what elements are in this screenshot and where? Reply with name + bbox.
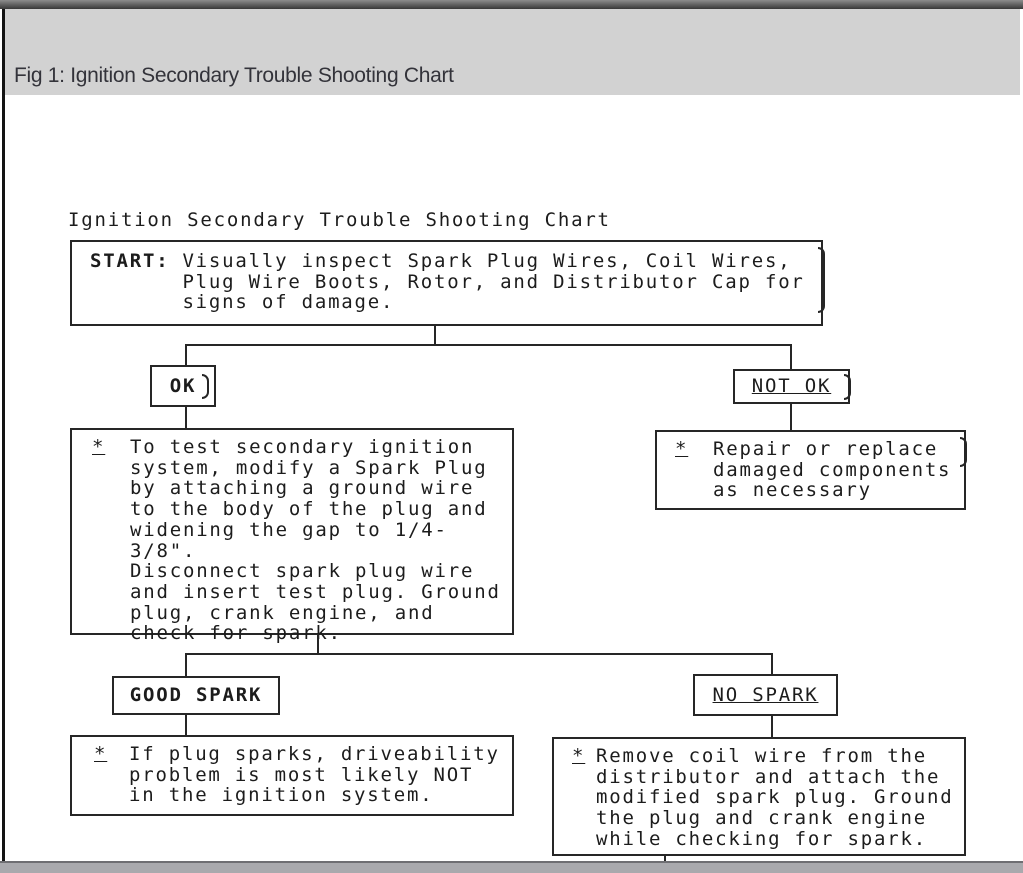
start-label: START: (90, 250, 170, 272)
scan-artifact-curl (818, 247, 825, 313)
connector-branch2 (185, 653, 773, 655)
scan-artifact-curl (960, 437, 967, 467)
connector-branch1 (185, 344, 792, 346)
horizontal-scrollbar[interactable] (0, 861, 1023, 873)
start-box: START: Visually inspect Spark Plug Wires… (70, 240, 823, 326)
ok-box: OK (150, 365, 216, 407)
connector-not-ok-down (790, 403, 792, 430)
connector-good-spark-down (185, 714, 187, 736)
not-ok-action-box: * Repair or replace damaged components a… (655, 430, 966, 510)
ok-action-text: To test secondary ignition system, modif… (130, 436, 501, 645)
figure-caption: Fig 1: Ignition Secondary Trouble Shooti… (14, 64, 454, 87)
figure-caption-bar: Fig 1: Ignition Secondary Trouble Shooti… (5, 9, 1020, 95)
no-spark-action-box: * Remove coil wire from the distributor … (552, 737, 966, 856)
asterisk-bullet: * (675, 438, 689, 460)
scan-artifact-curl (202, 374, 209, 399)
connector-continues-down (664, 854, 666, 862)
connector-start-down (434, 325, 436, 346)
no-spark-action-text: Remove coil wire from the distributor an… (596, 745, 954, 850)
asterisk-bullet: * (92, 436, 106, 458)
good-spark-box: GOOD SPARK (112, 676, 280, 715)
not-ok-label: NOT OK (751, 375, 832, 398)
scan-artifact-curl (844, 374, 851, 400)
no-spark-box: NO SPARK (693, 674, 838, 716)
connector-to-good-spark (185, 653, 187, 677)
good-spark-action-text: If plug sparks, driveability problem is … (129, 743, 500, 807)
good-spark-action-box: * If plug sparks, driveability problem i… (70, 735, 514, 816)
flowchart-title: Ignition Secondary Trouble Shooting Char… (68, 209, 611, 231)
connector-no-spark-down (771, 715, 773, 738)
window-top-edge (0, 0, 1023, 9)
window-left-edge (2, 9, 5, 861)
good-spark-label: GOOD SPARK (129, 684, 263, 707)
ok-action-box: * To test secondary ignition system, mod… (70, 428, 514, 645)
ok-label: OK (169, 374, 197, 397)
start-text: Visually inspect Spark Plug Wires, Coil … (182, 250, 805, 314)
no-spark-label: NO SPARK (712, 683, 819, 706)
connector-to-not-ok (790, 344, 792, 370)
connector-to-ok (185, 344, 187, 366)
connector-to-no-spark (771, 653, 773, 675)
not-ok-action-text: Repair or replace damaged components as … (713, 438, 952, 502)
not-ok-box: NOT OK (733, 369, 850, 404)
asterisk-bullet: * (94, 743, 108, 765)
connector-ok-down (185, 406, 187, 428)
asterisk-bullet: * (572, 745, 586, 767)
connector-test-down (317, 634, 319, 655)
